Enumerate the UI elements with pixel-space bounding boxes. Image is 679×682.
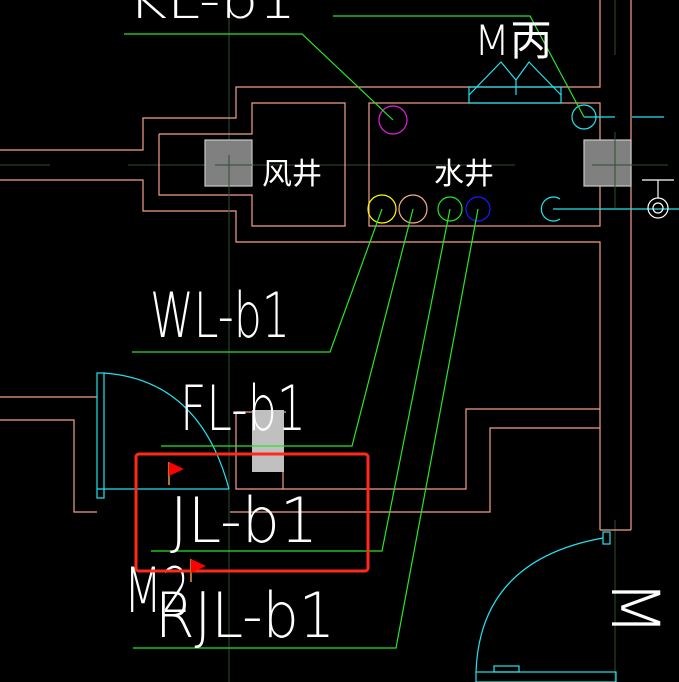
selection-box[interactable]: [134, 452, 370, 573]
label-wl[interactable]: WL-b1: [150, 279, 290, 352]
text-labels: KL-b1 M丙 风井 水井 WL-b1 FL-b1 JL-b1 M2 RJL-…: [124, 0, 673, 652]
label-m-bing[interactable]: M丙: [474, 16, 552, 65]
pipe-kl-magenta[interactable]: [378, 105, 408, 135]
room-air-shaft[interactable]: 风井: [262, 157, 322, 192]
pipe-cyan-c[interactable]: [540, 196, 561, 222]
pipe-rjl-blue[interactable]: [465, 196, 491, 222]
label-rjl[interactable]: RJL-b1: [155, 579, 335, 652]
pipe-jl-green[interactable]: [437, 196, 463, 222]
room-water-shaft[interactable]: 水井: [434, 157, 494, 192]
pipe-fl-peach[interactable]: [398, 194, 428, 224]
walls: [0, 0, 632, 531]
pipe-wl-yellow[interactable]: [367, 194, 397, 224]
columns: [204, 132, 668, 472]
label-kl[interactable]: KL-b1: [128, 0, 296, 31]
label-fl[interactable]: FL-b1: [180, 372, 306, 445]
label-jl[interactable]: JL-b1: [170, 484, 318, 557]
label-m-right[interactable]: M: [596, 580, 673, 636]
leader-lines: [124, 15, 585, 649]
column-lower: [252, 410, 284, 472]
column-right: [583, 139, 632, 187]
flag-icon[interactable]: [190, 559, 206, 582]
doors: [96, 61, 617, 682]
pipes: [367, 104, 679, 224]
flag-icon[interactable]: [168, 462, 184, 485]
